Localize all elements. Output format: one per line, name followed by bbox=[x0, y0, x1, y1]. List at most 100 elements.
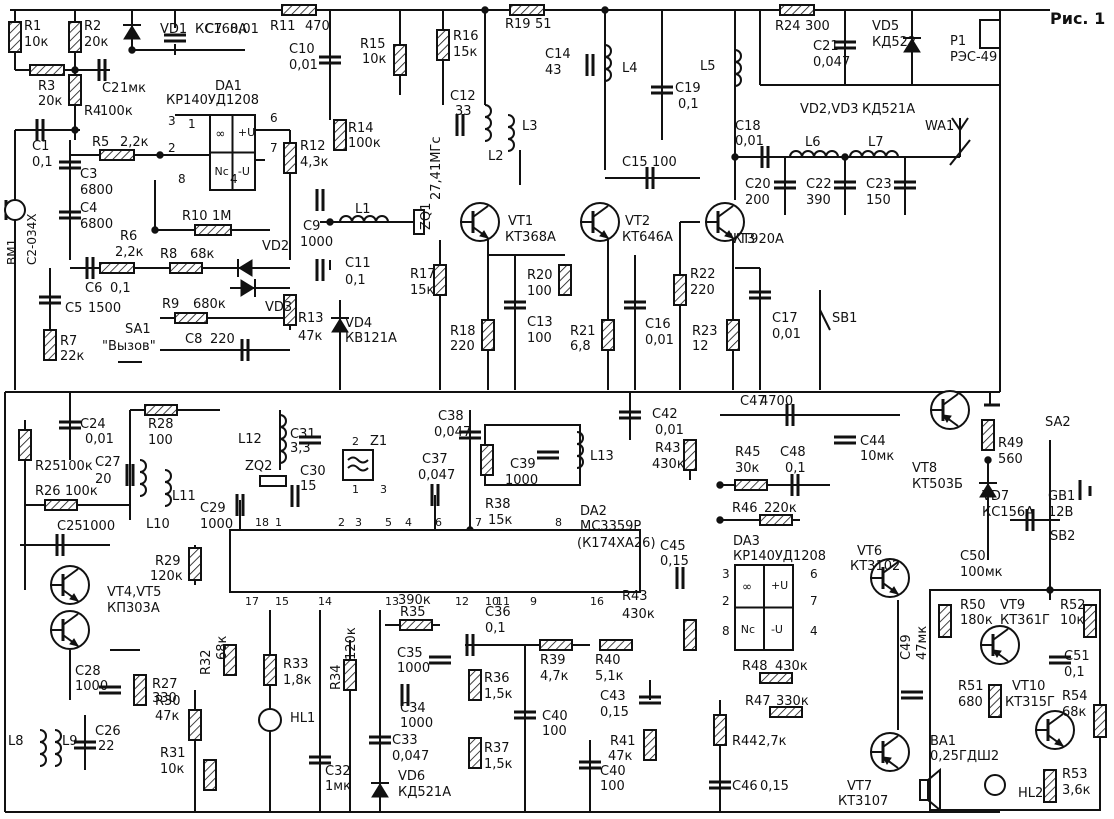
value-c47: 4700 bbox=[760, 394, 793, 409]
value-c33: 0,047 bbox=[392, 749, 429, 764]
figure-title: Рис. 1 bbox=[1050, 9, 1105, 28]
value-c34: 1000 bbox=[400, 716, 433, 731]
resistor-hatch bbox=[684, 620, 696, 650]
pin-label: 6 bbox=[810, 567, 818, 581]
ref-c36: C36 bbox=[485, 605, 511, 620]
resistor-hatch bbox=[600, 640, 632, 650]
value-r38: 15к bbox=[488, 513, 513, 528]
transistor-arrow bbox=[69, 593, 80, 602]
value-vt4vt5: КП303А bbox=[107, 601, 160, 616]
ref-r18: R18 bbox=[450, 324, 476, 339]
ref-wa1: WA1 bbox=[925, 119, 954, 134]
ref-c37: C37 bbox=[422, 452, 448, 467]
resistor-hatch bbox=[334, 120, 346, 150]
value-r35: 390к bbox=[398, 593, 431, 608]
value-r1: 10к bbox=[24, 35, 49, 50]
inductor-l9 bbox=[54, 729, 62, 767]
transistor-arrow bbox=[599, 230, 610, 239]
ref-sb2: SB2 bbox=[1050, 529, 1075, 544]
filter-z1-wave bbox=[347, 456, 369, 472]
resistor-hatch bbox=[469, 738, 481, 768]
ref-c1: C1 bbox=[32, 139, 49, 154]
ref-r48: R48 bbox=[742, 659, 768, 674]
ref-c11: C11 bbox=[345, 256, 371, 271]
value-c12: 33 bbox=[455, 104, 472, 119]
value-r44: 2,7к bbox=[758, 734, 787, 749]
ref-vd1: VD1 bbox=[160, 22, 187, 37]
ref-c18: C18 bbox=[735, 119, 761, 134]
junction-dot bbox=[601, 6, 609, 14]
pin-label: 17 bbox=[245, 595, 259, 608]
ref-da3: DA3 bbox=[733, 534, 760, 549]
diode-vd6 bbox=[371, 783, 389, 798]
junction-dot bbox=[731, 153, 739, 161]
resistor-hatch bbox=[540, 640, 572, 650]
resistor-hatch bbox=[760, 673, 792, 683]
value-vd6: КД521А bbox=[398, 785, 451, 800]
ref-c51: C51 bbox=[1064, 649, 1090, 664]
ref-r31: R31 bbox=[160, 746, 186, 761]
ref-r45: R45 bbox=[735, 445, 761, 460]
inductor-l5 bbox=[734, 49, 742, 87]
led-hl1 bbox=[258, 708, 282, 732]
ref-vt4vt5: VT4,VT5 bbox=[107, 585, 161, 600]
value-da2: МС3359Р bbox=[580, 519, 641, 534]
value-vd1: КС168А bbox=[195, 22, 247, 37]
transistor-collector bbox=[62, 568, 79, 581]
inductor-l7 bbox=[849, 150, 899, 158]
ref-l6: L6 bbox=[805, 135, 821, 150]
value-c46: 0,15 bbox=[760, 779, 789, 794]
pin-label: 3 bbox=[168, 114, 176, 128]
ref-c42: C42 bbox=[652, 407, 678, 422]
value-vd5: КД522 bbox=[872, 35, 916, 50]
ref-r7: R7 bbox=[60, 334, 77, 349]
resistor-hatch bbox=[134, 675, 146, 705]
value-r10: 1М bbox=[212, 209, 232, 224]
resistor-hatch bbox=[69, 75, 81, 105]
pin-label: 3 bbox=[380, 483, 387, 496]
ref-r35: R35 bbox=[400, 605, 426, 620]
ref-r11: R11 bbox=[270, 19, 296, 34]
resistor-hatch bbox=[760, 515, 792, 525]
resistor-hatch bbox=[45, 500, 77, 510]
pin-label: 1 bbox=[275, 516, 282, 529]
ref-gb1: GB1 bbox=[1048, 489, 1075, 504]
value-da3: КР140УД1208 bbox=[733, 549, 826, 564]
ref-c20: C20 bbox=[745, 177, 771, 192]
transistor-collector bbox=[472, 205, 489, 218]
ref-c45: C45 bbox=[660, 539, 686, 554]
ref-c4: C4 bbox=[80, 201, 97, 216]
transistor-arrow bbox=[889, 586, 900, 595]
value-vt6: КТ3102 bbox=[850, 559, 900, 574]
transistor-collector bbox=[992, 628, 1009, 641]
value-r15: 10к bbox=[362, 52, 387, 67]
resistor-hatch bbox=[559, 265, 571, 295]
ref-r26: R26 bbox=[35, 484, 61, 499]
ref-c5: C5 bbox=[65, 301, 82, 316]
pin-label: 2 bbox=[352, 435, 359, 448]
value-r14: 100к bbox=[348, 136, 381, 151]
resistor-hatch bbox=[1094, 705, 1106, 737]
ref-r6: R6 bbox=[120, 229, 137, 244]
value-r40: 5,1к bbox=[595, 669, 624, 684]
ref-c16: C16 bbox=[645, 317, 671, 332]
ref-r25: R25 bbox=[35, 459, 61, 474]
ref-c34: C34 bbox=[400, 701, 426, 716]
ref-r8: R8 bbox=[160, 247, 177, 262]
ref-c33: C33 bbox=[392, 733, 418, 748]
value-c14: 43 bbox=[545, 63, 562, 78]
value-vt9: КТ361Г bbox=[1000, 613, 1050, 628]
inductor-l12 bbox=[279, 414, 287, 464]
ref-r46: R46 bbox=[732, 501, 758, 516]
pin-label: 4 bbox=[405, 516, 412, 529]
ref-l8: L8 bbox=[8, 734, 24, 749]
opamp-minus-label: -U bbox=[238, 165, 250, 178]
pin-label: 2 bbox=[338, 516, 345, 529]
ref-r14: R14 bbox=[348, 121, 374, 136]
ref-vt3: VT3 bbox=[730, 232, 755, 247]
value-r41: 47к bbox=[608, 749, 633, 764]
opamp-nc-label: Nc bbox=[741, 623, 755, 636]
resistor-hatch bbox=[9, 22, 21, 52]
resistor-hatch bbox=[684, 440, 696, 470]
